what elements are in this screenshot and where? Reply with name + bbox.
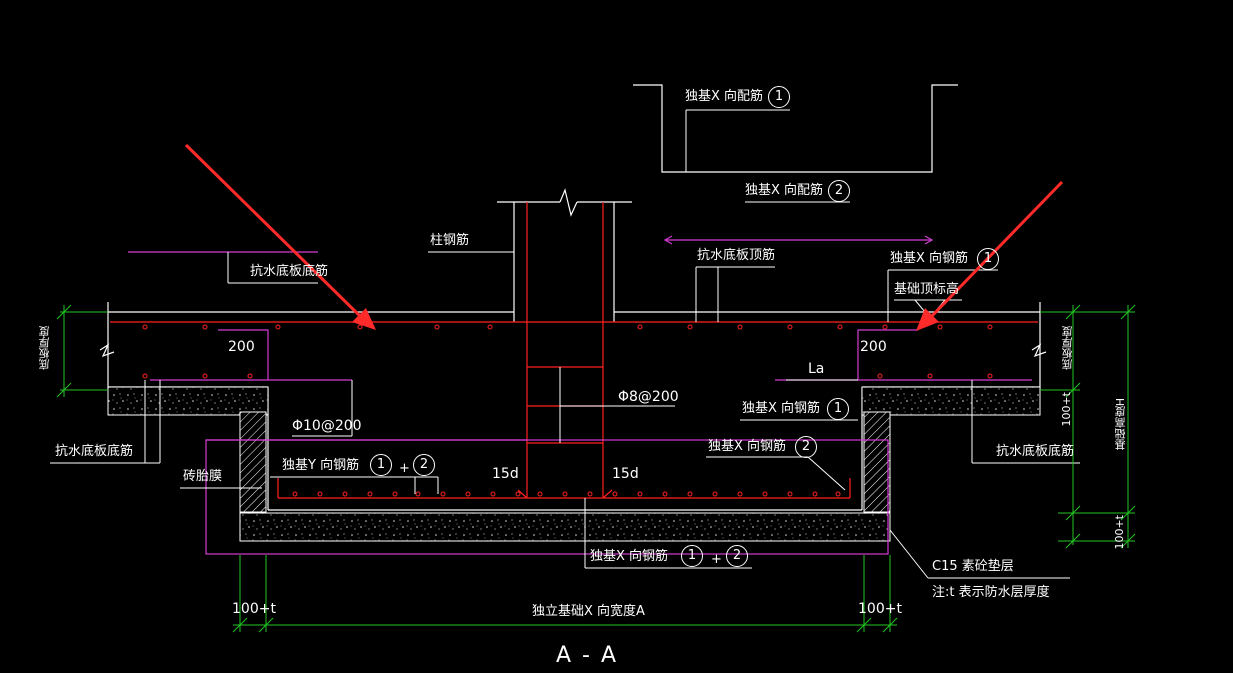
brick-mold-label: 砖胎膜 — [183, 469, 223, 484]
slab-bottom-rebar-top-left-label: 抗水底板底筋 — [250, 264, 329, 279]
width-a-label: 独立基础X 向宽度A — [532, 604, 645, 619]
note-t-label: 注:t 表示防水层厚度 — [932, 585, 1050, 600]
x-rebar-2-mid-label: 独基X 向钢筋 — [708, 439, 787, 454]
x-rebar-1-top-label: 独基X 向配筋 — [685, 89, 764, 104]
column-rebar-label: 柱钢筋 — [430, 233, 470, 248]
slab-outline — [99, 302, 1047, 511]
x-rebar-bottom-label: 独基X 向钢筋 — [590, 549, 669, 564]
l15d-left: 15d — [492, 466, 519, 482]
slab-bottom-left-label: 抗水底板底筋 — [55, 444, 134, 459]
dim-100t-left: 100+t — [232, 601, 276, 617]
circle-1-top: 1 — [768, 86, 790, 108]
rebar-lines — [110, 202, 1038, 499]
leader-lines — [50, 251, 1080, 579]
column — [497, 188, 632, 322]
section-title: A - A — [556, 643, 619, 668]
dimension-lines — [56, 304, 1136, 633]
x-rebar-1-mid-label: 独基X 向钢筋 — [742, 401, 821, 416]
x-rebar-2-top-label: 独基X 向配筋 — [745, 183, 824, 198]
cushion-right — [861, 386, 1041, 416]
x-rebar-1-right-label: 独基X 向钢筋 — [890, 251, 969, 266]
plus-bottom: + — [711, 552, 722, 567]
circle-2-top: 2 — [828, 180, 850, 202]
slab-thickness-left: 底板厚度 — [38, 326, 51, 370]
dim-100t-vertical-2: 100+t — [1113, 515, 1126, 550]
circle-2-mid: 2 — [795, 436, 817, 458]
foundation-height-label: 基础高度H — [1114, 398, 1127, 451]
slab-top-span-line — [663, 235, 934, 245]
stirrup-label: Φ8@200 — [618, 389, 679, 405]
annotation-arrows — [184, 143, 1064, 331]
circle-2-bottom: 2 — [726, 545, 748, 567]
foundation-top-elev-label: 基础顶标高 — [894, 282, 960, 297]
dim-200-right: 200 — [860, 339, 887, 355]
c15-label: C15 素砼垫层 — [932, 559, 1014, 574]
rebar-dots — [142, 324, 993, 497]
circle-1-y: 1 — [370, 454, 392, 476]
phi10-label: Φ10@200 — [292, 418, 362, 434]
circle-1-right: 1 — [977, 248, 999, 270]
l15d-right: 15d — [612, 466, 639, 482]
magenta-lines — [128, 251, 1032, 555]
cushion-left — [107, 386, 269, 416]
slab-thickness-right: 底板厚度 — [1061, 326, 1074, 370]
brick-mold-left — [239, 411, 267, 513]
la-label: La — [808, 361, 825, 377]
circle-2-y: 2 — [413, 454, 435, 476]
plus-y: + — [399, 461, 410, 476]
brick-mold-right — [863, 411, 891, 513]
cushion-bottom — [239, 512, 891, 542]
dim-100t-vertical-1: 100+t — [1060, 392, 1073, 427]
circle-1-mid: 1 — [827, 398, 849, 420]
slab-bottom-right-label: 抗水底板底筋 — [996, 444, 1075, 459]
slab-top-rebar-label: 抗水底板顶筋 — [697, 248, 776, 263]
circle-1-bottom: 1 — [681, 545, 703, 567]
top-detail — [633, 84, 958, 173]
dim-100t-right: 100+t — [858, 601, 902, 617]
dim-200-left: 200 — [228, 339, 255, 355]
y-rebar-label: 独基Y 向钢筋 — [282, 458, 360, 473]
